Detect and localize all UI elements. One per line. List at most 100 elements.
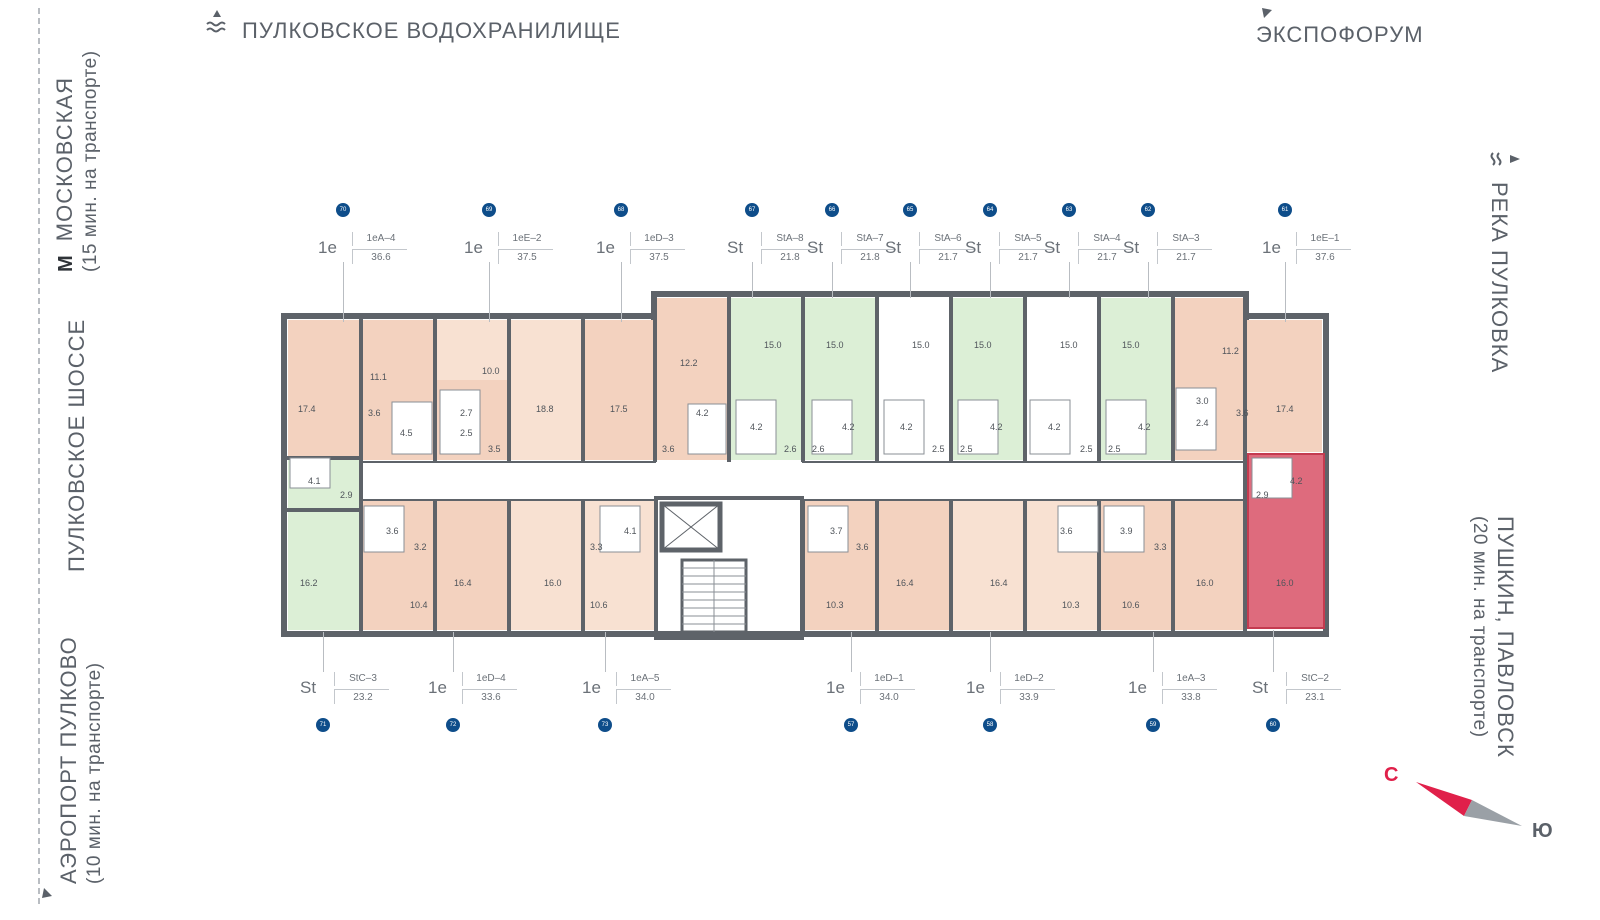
apartment-58b <box>1026 500 1098 630</box>
apartment-number-badge[interactable]: 71 <box>316 718 330 732</box>
apartment-71 <box>288 456 360 630</box>
compass-north-label: С <box>1384 764 1399 786</box>
room-area: 16.2 <box>300 578 318 588</box>
room-area: 16.4 <box>454 578 472 588</box>
apartment-label[interactable]: St StA–4 21.7 <box>1044 232 1154 268</box>
apartment-72b <box>436 500 508 630</box>
apartment-number-badge[interactable]: 59 <box>1146 718 1160 732</box>
apartment-area: 21.7 <box>919 249 974 264</box>
apartment-number-badge[interactable]: 72 <box>446 718 460 732</box>
room-area: 15.0 <box>764 340 782 350</box>
airport-landmark: АЭРОПОРТ ПУЛКОВО (10 мин. на транспорте) <box>56 636 108 884</box>
apartment-label[interactable]: 1e 1eA–5 34.0 <box>582 672 692 708</box>
apartment-label[interactable]: 1e 1eD–1 34.0 <box>826 672 936 708</box>
apartment-69 <box>362 320 510 460</box>
apartment-code: 1eD–4 <box>462 672 517 686</box>
room-area: 16.4 <box>990 578 1008 588</box>
apartment-label[interactable]: 1e 1eD–3 37.5 <box>596 232 706 268</box>
apartment-59b <box>1174 500 1246 630</box>
apartment-area: 33.8 <box>1162 689 1217 704</box>
apartment-number-badge[interactable]: 62 <box>1141 203 1155 217</box>
apartment-number-badge[interactable]: 67 <box>745 203 759 217</box>
apartment-area: 34.0 <box>616 689 671 704</box>
room-area: 10.6 <box>590 600 608 610</box>
metro-label: МОСКОВСКАЯ <box>52 76 77 242</box>
apartment-label[interactable]: 1e 1eA–3 33.8 <box>1128 672 1238 708</box>
apartment-number-badge[interactable]: 69 <box>482 203 496 217</box>
apartment-code: StC–3 <box>334 672 389 686</box>
apartment-code: 1eD–2 <box>1000 672 1055 686</box>
room-area: 10.3 <box>826 600 844 610</box>
apartment-number-badge[interactable]: 73 <box>598 718 612 732</box>
core-walls <box>654 496 804 640</box>
apartment-label[interactable]: St StC–2 23.1 <box>1252 672 1362 708</box>
apartment-67 <box>730 298 802 460</box>
apartment-label[interactable]: St StA–8 21.8 <box>727 232 837 268</box>
apartment-number-badge[interactable]: 64 <box>983 203 997 217</box>
towns-label: ПУШКИН, ПАВЛОВСК <box>1493 516 1518 758</box>
room-area: 2.5 <box>960 444 973 454</box>
apartment-59a <box>1100 500 1172 630</box>
room-area: 2.9 <box>340 490 353 500</box>
room-area: 3.3 <box>1154 542 1167 552</box>
apartment-type: 1e <box>428 678 447 697</box>
room-area: 16.0 <box>544 578 562 588</box>
apartment-label[interactable]: 1e 1eA–4 36.6 <box>318 232 428 268</box>
apartment-area: 21.7 <box>1078 249 1133 264</box>
apartment-type: St <box>965 238 982 257</box>
room-area: 4.2 <box>1048 422 1061 432</box>
apartment-code: 1eD–3 <box>630 232 685 246</box>
apartment-68 <box>510 320 582 460</box>
apartment-label[interactable]: 1e 1eD–2 33.9 <box>966 672 1076 708</box>
apartment-label[interactable]: St StA–5 21.7 <box>965 232 1075 268</box>
apartment-number-badge[interactable]: 70 <box>336 203 350 217</box>
apartment-73b <box>584 500 656 630</box>
metro-icon: M <box>55 254 77 272</box>
apartment-number-badge[interactable]: 68 <box>614 203 628 217</box>
room-area: 4.1 <box>308 476 321 486</box>
metro-landmark: M МОСКОВСКАЯ (15 мин. на транспорте) <box>52 50 104 272</box>
apartment-label[interactable]: 1e 1eE–2 37.5 <box>464 232 574 268</box>
apartment-number-badge[interactable]: 63 <box>1062 203 1076 217</box>
apartment-type: St <box>1252 678 1269 697</box>
room-area: 15.0 <box>974 340 992 350</box>
room-area: 17.4 <box>298 404 316 414</box>
apartment-label[interactable]: St StC–3 23.2 <box>300 672 410 708</box>
apartment-number-badge[interactable]: 61 <box>1278 203 1292 217</box>
room-area: 10.4 <box>410 600 428 610</box>
room-area: 17.5 <box>610 404 628 414</box>
apartment-label[interactable]: St StA–7 21.8 <box>807 232 917 268</box>
room-area: 3.7 <box>830 526 843 536</box>
apartment-label[interactable]: 1e 1eE–1 37.6 <box>1262 232 1372 268</box>
apartment-number-badge[interactable]: 65 <box>903 203 917 217</box>
apartment-number-badge[interactable]: 58 <box>983 718 997 732</box>
apartment-62 <box>1100 298 1172 460</box>
apartment-number-badge[interactable]: 57 <box>844 718 858 732</box>
apartment-area: 33.9 <box>1000 689 1055 704</box>
apartment-68c <box>656 298 728 460</box>
apartment-70 <box>288 320 360 460</box>
room-area: 2.5 <box>1080 444 1093 454</box>
room-area: 3.6 <box>662 444 675 454</box>
apartment-area: 34.0 <box>860 689 915 704</box>
apartment-64 <box>952 298 1024 460</box>
apartment-area: 21.8 <box>761 249 816 264</box>
room-area: 3.3 <box>590 542 603 552</box>
room-area: 15.0 <box>912 340 930 350</box>
room-area: 2.4 <box>1196 418 1209 428</box>
apartment-type: 1e <box>1262 238 1281 257</box>
apartment-label[interactable]: St StA–3 21.7 <box>1123 232 1233 268</box>
room-area: 3.6 <box>368 408 381 418</box>
room-area: 3.9 <box>1120 526 1133 536</box>
apartment-63 <box>1026 298 1098 460</box>
apartment-code: 1eA–5 <box>616 672 671 686</box>
room-area: 4.2 <box>990 422 1003 432</box>
apartment-number-badge[interactable]: 66 <box>825 203 839 217</box>
apartment-label[interactable]: 1e 1eD–4 33.6 <box>428 672 538 708</box>
apartment-label[interactable]: St StA–6 21.7 <box>885 232 995 268</box>
apartment-type: 1e <box>582 678 601 697</box>
apartment-number-badge[interactable]: 60 <box>1266 718 1280 732</box>
apartment-type: St <box>1044 238 1061 257</box>
room-area: 2.6 <box>812 444 825 454</box>
